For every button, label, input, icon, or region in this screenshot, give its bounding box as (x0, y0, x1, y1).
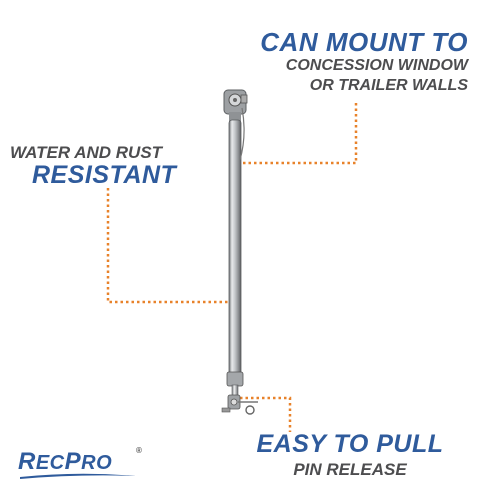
pin-release-mechanism (221, 394, 258, 415)
release-leader-line (240, 396, 292, 432)
mount-callout-line1: CONCESSION WINDOW (285, 57, 468, 74)
retaining-wire (239, 107, 245, 161)
mount-callout-heading: CAN MOUNT TO (260, 27, 468, 57)
logo-wordmark: RECPRO (18, 448, 113, 475)
release-callout-line: PIN RELEASE (293, 460, 407, 479)
recpro-logo: RECPRO ® (18, 446, 142, 479)
registered-mark: ® (136, 446, 142, 455)
mount-leader-line (243, 100, 358, 165)
logo-swoosh-icon (20, 473, 136, 479)
water-callout-heading: RESISTANT (32, 161, 177, 189)
pole-collar (226, 371, 244, 387)
top-mount-bracket (223, 89, 248, 122)
release-callout-heading: EASY TO PULL (256, 430, 444, 458)
pole-tube (228, 119, 242, 376)
water-callout-line: WATER AND RUST (10, 143, 163, 162)
resist-leader-line (106, 188, 238, 304)
callout-leader-lines (106, 100, 358, 432)
mount-callout-line2: OR TRAILER WALLS (309, 77, 468, 94)
